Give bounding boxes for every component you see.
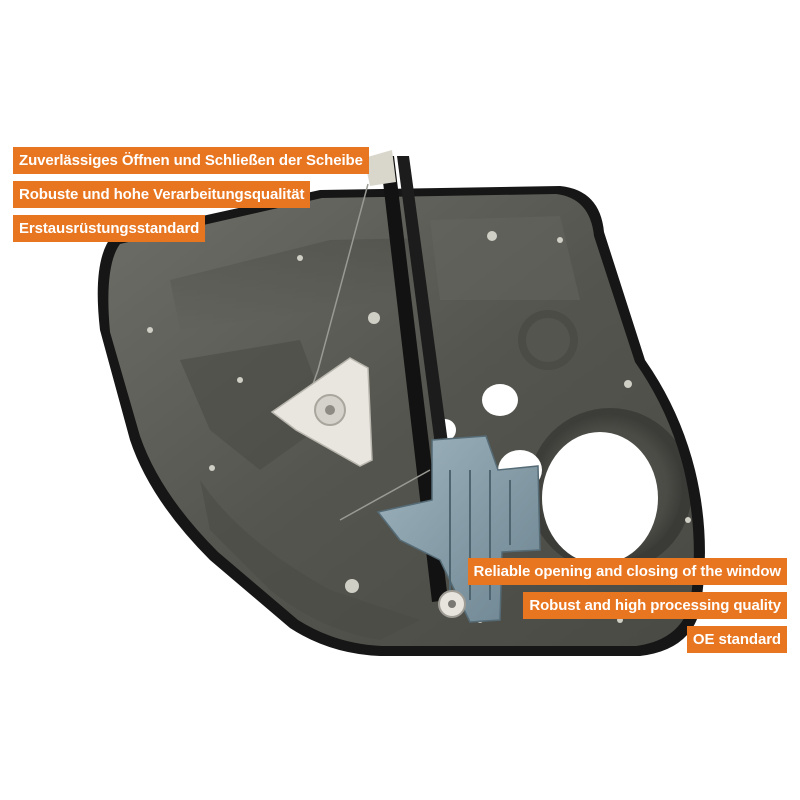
feature-tag-de-oe-standard: Erstausrüstungsstandard <box>13 215 206 242</box>
feature-tag-en-reliable: Reliable opening and closing of the wind… <box>467 558 787 585</box>
feature-tag-de-reliable: Zuverlässiges Öffnen und Schließen der S… <box>13 147 369 174</box>
feature-tag-de-quality: Robuste und hohe Verarbeitungsqualität <box>13 181 311 208</box>
feature-tag-en-oe-standard: OE standard <box>686 626 787 653</box>
window-guide-rail <box>380 156 448 602</box>
feature-tag-en-quality: Robust and high processing quality <box>523 592 787 619</box>
